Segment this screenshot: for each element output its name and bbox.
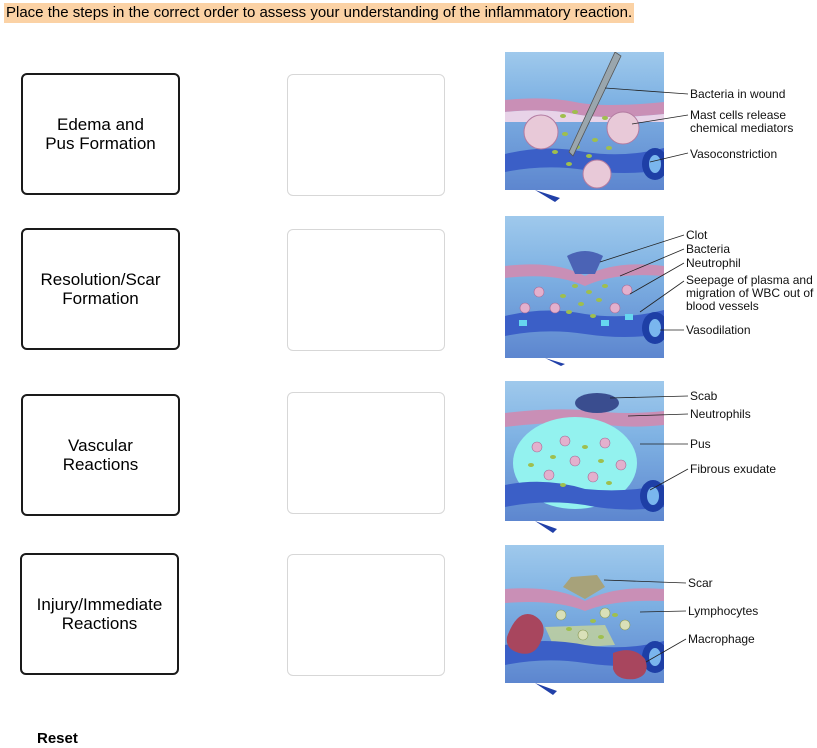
label-scab: Scab — [690, 389, 718, 403]
label-neutrophil: Neutrophil — [686, 256, 741, 270]
drop-target-4[interactable] — [287, 554, 445, 676]
label-vasoconstriction: Vasoconstriction — [690, 147, 778, 161]
illustration-injury — [505, 52, 664, 204]
instruction-text: Place the steps in the correct order to … — [4, 3, 635, 23]
label-fibrous-exudate: Fibrous exudate — [690, 462, 777, 476]
label-macrophage: Macrophage — [688, 632, 755, 646]
illustration-vascular — [505, 216, 664, 366]
label-bacteria: Bacteria — [686, 242, 731, 256]
drop-target-1[interactable] — [287, 74, 445, 196]
label-lymphocytes: Lymphocytes — [688, 604, 759, 618]
illustration-resolution-scar — [505, 545, 664, 697]
label-scar: Scar — [688, 576, 713, 590]
label-mast-cells: Mast cells release chemical mediators — [690, 108, 794, 135]
card-label: Injury/Immediate Reactions — [36, 595, 163, 633]
label-pus: Pus — [690, 437, 711, 451]
reset-button[interactable]: Reset — [37, 730, 78, 747]
draggable-card-edema-pus[interactable]: Edema and Pus Formation — [21, 73, 180, 195]
card-label: Edema and Pus Formation — [45, 115, 156, 153]
card-label: Resolution/Scar Formation — [40, 270, 161, 308]
label-bacteria-in-wound: Bacteria in wound — [690, 87, 786, 101]
drop-target-2[interactable] — [287, 229, 445, 351]
label-vasodilation: Vasodilation — [686, 323, 751, 337]
label-neutrophils: Neutrophils — [690, 407, 751, 421]
label-clot: Clot — [686, 228, 708, 242]
card-label: Vascular Reactions — [62, 436, 139, 474]
draggable-card-injury-immediate[interactable]: Injury/Immediate Reactions — [20, 553, 179, 675]
draggable-card-resolution-scar[interactable]: Resolution/Scar Formation — [21, 228, 180, 350]
label-seepage-plasma: Seepage of plasma and migration of WBC o… — [686, 273, 814, 313]
drop-target-3[interactable] — [287, 392, 445, 514]
illustration-edema-pus — [505, 381, 664, 533]
draggable-card-vascular-reactions[interactable]: Vascular Reactions — [21, 394, 180, 516]
